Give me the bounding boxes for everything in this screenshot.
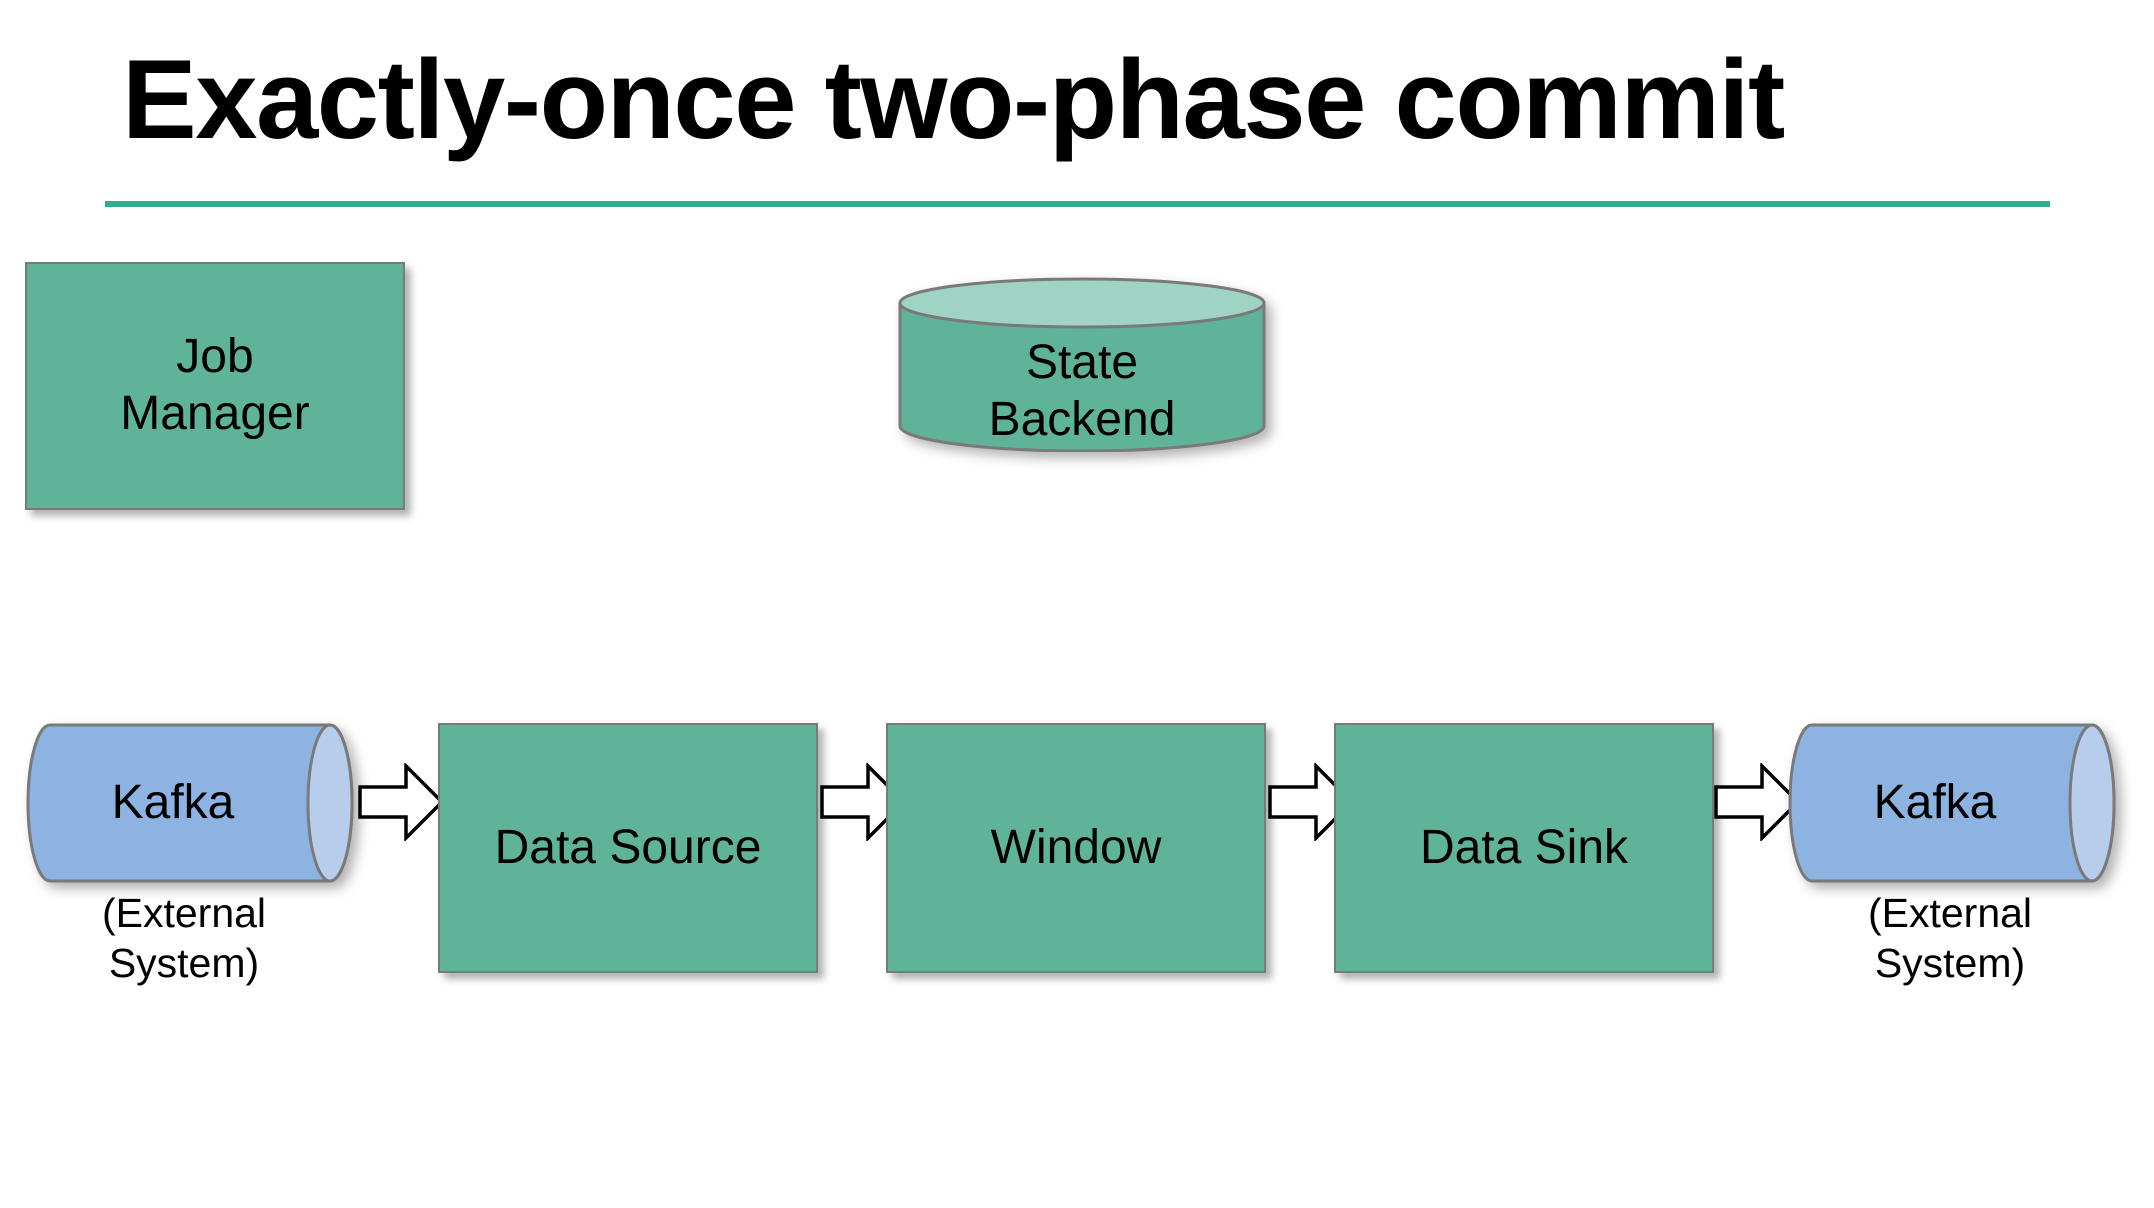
data-source-label: Data Source xyxy=(494,820,762,874)
state-backend-label: State Backend xyxy=(988,335,1176,446)
kafka-source-caption: (External System) xyxy=(101,890,267,987)
kafka-source-text-wrap: Kafka xyxy=(24,723,322,883)
kafka-sink-caption: (External System) xyxy=(1867,890,2033,987)
kafka-source-label: Kafka xyxy=(111,775,235,829)
state-backend-text-wrap: State Backend xyxy=(898,331,1266,452)
kafka-sink-cylinder[interactable]: Kafka xyxy=(1786,723,2126,883)
job-manager-label: Job Manager xyxy=(120,330,310,440)
kafka-source-cylinder-shape xyxy=(26,723,354,883)
state-backend-cylinder-shape xyxy=(898,277,1266,452)
data-sink-box[interactable]: Data Sink xyxy=(1334,723,1714,973)
state-backend-cylinder[interactable]: State Backend xyxy=(898,277,1266,452)
page-title: Exactly-once two-phase commit xyxy=(122,37,1785,162)
window-label: Window xyxy=(990,820,1162,874)
kafka-source-cylinder[interactable]: Kafka xyxy=(24,723,364,883)
kafka-sink-label: Kafka xyxy=(1873,775,1997,829)
kafka-sink-cylinder-shape xyxy=(1788,723,2116,883)
job-manager-box[interactable]: Job Manager xyxy=(25,262,405,510)
arrow-kafka-source-to-data-source-icon xyxy=(358,763,444,841)
title-underline-rule xyxy=(105,201,2050,207)
kafka-sink-text-wrap: Kafka xyxy=(1786,723,2084,883)
data-source-box[interactable]: Data Source xyxy=(438,723,818,973)
data-sink-label: Data Sink xyxy=(1419,820,1629,874)
window-box[interactable]: Window xyxy=(886,723,1266,973)
arrow-data-sink-to-kafka-sink-icon xyxy=(1714,763,1800,841)
